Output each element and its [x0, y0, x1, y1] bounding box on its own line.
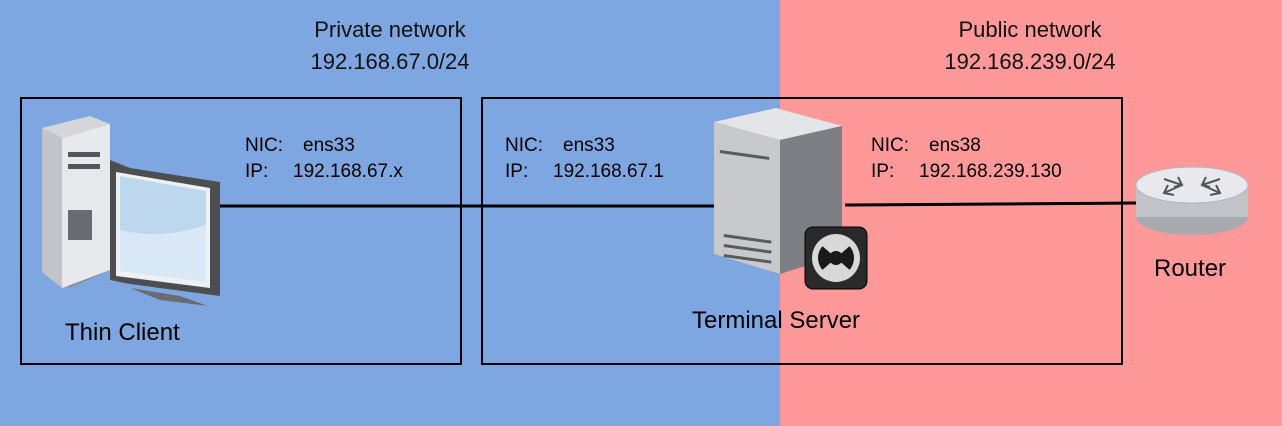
terminal-server-box	[481, 97, 1123, 365]
private-network-title: Private network	[314, 17, 466, 42]
server-private-nic: NIC: ens33 IP: 192.168.67.1	[505, 133, 664, 185]
ltsp-badge-icon	[804, 226, 868, 290]
terminal-server-name: Terminal Server	[692, 307, 861, 334]
nic-key: NIC:	[871, 135, 909, 156]
private-network-heading: Private network 192.168.67.0/24	[240, 14, 540, 78]
ip-value: 192.168.67.x	[293, 161, 403, 182]
private-network-subnet: 192.168.67.0/24	[310, 49, 470, 74]
ip-value: 192.168.67.1	[553, 161, 664, 182]
server-public-nic: NIC: ens38 IP: 192.168.239.130	[871, 133, 1062, 185]
public-network-heading: Public network 192.168.239.0/24	[880, 14, 1180, 78]
thin-client-nic: NIC: ens33 IP: 192.168.67.x	[245, 133, 403, 185]
nic-key: NIC:	[245, 135, 283, 156]
ip-key: IP:	[871, 161, 895, 182]
nic-value: ens38	[929, 135, 981, 156]
public-link	[844, 201, 1141, 207]
nic-value: ens33	[303, 135, 355, 156]
router-icon	[1135, 166, 1249, 235]
desktop-computer-icon	[42, 116, 220, 306]
thin-client-box	[20, 97, 462, 365]
public-network-subnet: 192.168.239.0/24	[944, 49, 1116, 74]
nic-key: NIC:	[505, 135, 543, 156]
router-name: Router	[1154, 255, 1227, 282]
nic-value: ens33	[563, 135, 615, 156]
thin-client-name: Thin Client	[65, 319, 180, 346]
ip-key: IP:	[505, 161, 529, 182]
ip-value: 192.168.239.130	[919, 161, 1062, 182]
public-network-title: Public network	[958, 17, 1102, 42]
ip-key: IP:	[245, 161, 269, 182]
